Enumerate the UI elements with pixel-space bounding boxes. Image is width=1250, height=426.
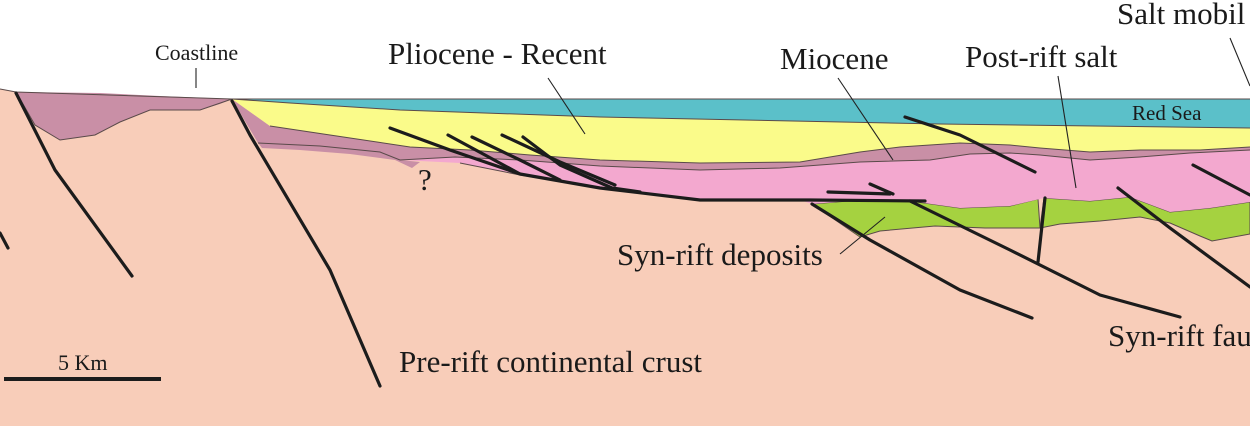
miocene-leader <box>837 77 894 161</box>
scale-bar-label: 5 Km <box>58 350 108 375</box>
mauve-lower-sliver <box>258 143 420 168</box>
syn-rift-deposits-leader <box>839 216 886 255</box>
coastline-label: Coastline <box>155 40 238 65</box>
post-rift-salt-leader <box>1057 75 1077 189</box>
pliocene-recent-label: Pliocene - Recent <box>388 36 607 71</box>
syn-rift-fault-6 <box>1191 163 1250 197</box>
syn-rift-fault-3 <box>903 115 1037 174</box>
syn-rift-fault-4 <box>1036 196 1047 264</box>
salt-thrust-upper <box>826 190 892 196</box>
syn-rift-fault-5 <box>1116 186 1250 289</box>
syn-rift-fault-1 <box>810 202 1034 320</box>
pliocene-recent-layer <box>232 99 1250 163</box>
syn-rift-faults-label: Syn-rift fau <box>1108 318 1250 353</box>
pre-rift-crust-label: Pre-rift continental crust <box>399 344 702 379</box>
post-rift-salt-label: Post-rift salt <box>965 39 1118 74</box>
detachment-fault <box>388 126 927 203</box>
salt-thrust-lower <box>868 182 895 196</box>
coastal-unit-base-line <box>15 91 233 141</box>
question-mark-label: ? <box>418 162 432 197</box>
pliocene-leader <box>547 77 586 135</box>
post-rift-salt-layer <box>400 150 1250 212</box>
listric-fault-1 <box>446 133 522 176</box>
syn-rift-deposits-label: Syn-rift deposits <box>617 237 823 272</box>
salt-mobilization-leader <box>1229 37 1250 87</box>
fault-main-border <box>230 99 382 388</box>
mauve-base-line <box>257 142 1250 171</box>
surface-line <box>0 88 1250 100</box>
listric-fault-2 <box>470 135 562 182</box>
listric-fault-4 <box>521 135 642 194</box>
fault-left-edge <box>0 231 10 250</box>
red-sea-water <box>232 99 1250 128</box>
syn-rift-fault-2 <box>908 199 1182 319</box>
listric-fault-3 <box>500 133 617 187</box>
sea-floor-line <box>231 98 1250 129</box>
salt-mobilization-label: Salt mobil <box>1117 0 1245 31</box>
fault-coastal <box>14 91 134 278</box>
miocene-label: Miocene <box>780 41 888 76</box>
coastal-mauve-unit <box>16 92 232 140</box>
red-sea-label: Red Sea <box>1132 101 1202 125</box>
